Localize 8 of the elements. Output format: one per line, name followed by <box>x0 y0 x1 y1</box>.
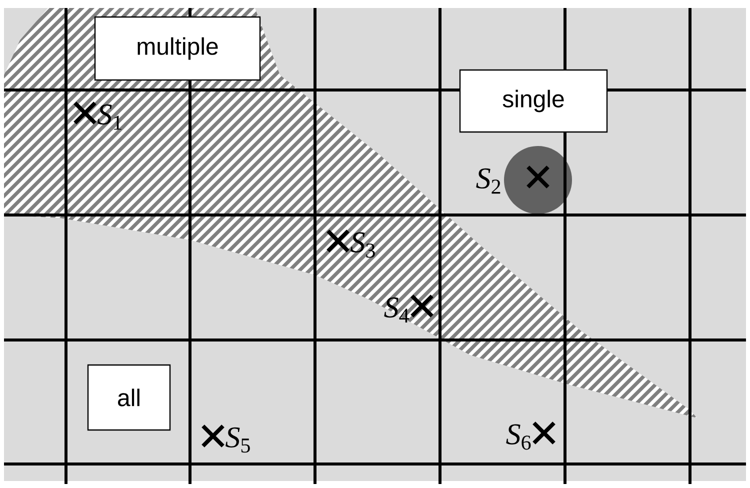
point-label: S$_{6}$ <box>506 424 531 450</box>
point-label: S$_{5}$ <box>226 427 250 453</box>
point-label: S$_{3}$ <box>350 232 375 258</box>
label-box: all <box>87 364 171 431</box>
label-box: single <box>459 69 608 133</box>
point-label: S$_{2}$ <box>476 168 500 194</box>
label-box: multiple <box>94 16 261 81</box>
point-label: S$_{4}$ <box>384 297 409 323</box>
